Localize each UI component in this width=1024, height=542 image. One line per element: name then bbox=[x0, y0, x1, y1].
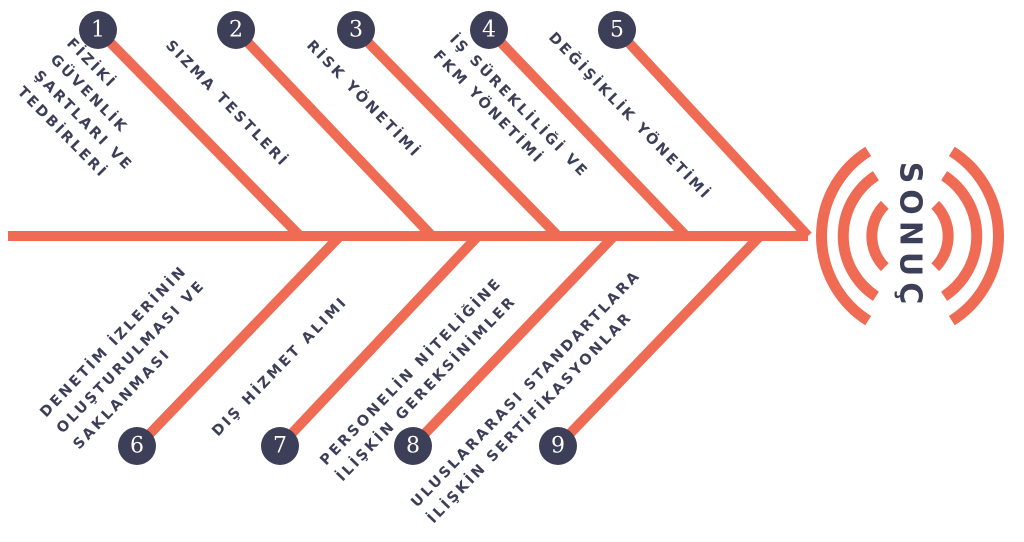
result-rings bbox=[816, 146, 1004, 326]
badge-9: 9 bbox=[539, 427, 577, 465]
badge-4-number: 4 bbox=[482, 18, 496, 43]
badge-2-number: 2 bbox=[229, 18, 243, 43]
bone-2 bbox=[232, 26, 436, 240]
cause-2-label: SIZMA TESTLERİ bbox=[162, 37, 292, 171]
badge-5: 5 bbox=[598, 11, 636, 49]
badge-2: 2 bbox=[217, 11, 255, 49]
badge-4: 4 bbox=[470, 11, 508, 49]
badge-3: 3 bbox=[337, 11, 375, 49]
ring-inner-left bbox=[866, 200, 889, 272]
ring-mid-left bbox=[837, 171, 880, 301]
bone-3 bbox=[352, 26, 562, 240]
badge-1-number: 1 bbox=[91, 18, 105, 43]
ring-outer-right bbox=[948, 146, 1004, 326]
bone-6 bbox=[134, 232, 344, 450]
badge-7-number: 7 bbox=[273, 434, 287, 459]
result-label: SONUÇ bbox=[893, 162, 928, 311]
badge-6-number: 6 bbox=[130, 434, 144, 459]
badge-8: 8 bbox=[394, 427, 432, 465]
bone-7 bbox=[276, 232, 482, 450]
badge-9-number: 9 bbox=[551, 434, 565, 459]
bone-5 bbox=[613, 26, 812, 240]
ring-mid-right bbox=[940, 171, 983, 301]
bone-1 bbox=[94, 26, 304, 240]
badge-6: 6 bbox=[118, 427, 156, 465]
cause-6-label: DENETİM İZLERİNİN OLUŞTURULMASI VE SAKLA… bbox=[37, 255, 231, 453]
cause-1-label: FİZİKİ GÜVENLİK ŞARTLARI VE TEDBİRLERİ bbox=[14, 35, 175, 196]
badge-3-number: 3 bbox=[349, 18, 363, 43]
cause-3-label: RİSK YÖNETİMİ bbox=[303, 36, 425, 161]
bone-9 bbox=[554, 232, 764, 450]
ring-inner-right bbox=[931, 200, 954, 272]
bone-4 bbox=[485, 26, 690, 240]
cause-9-label: ULUSLARARASI STANDARTLARA İLİŞKİN SERTİF… bbox=[408, 262, 666, 527]
badge-8-number: 8 bbox=[406, 434, 420, 459]
ring-outer-left bbox=[816, 146, 872, 326]
cause-7-label: DIŞ HİZMET ALIMI bbox=[209, 293, 351, 440]
badge-1: 1 bbox=[79, 11, 117, 49]
badge-5-number: 5 bbox=[610, 18, 624, 43]
badge-7: 7 bbox=[261, 427, 299, 465]
bone-8 bbox=[409, 232, 618, 450]
